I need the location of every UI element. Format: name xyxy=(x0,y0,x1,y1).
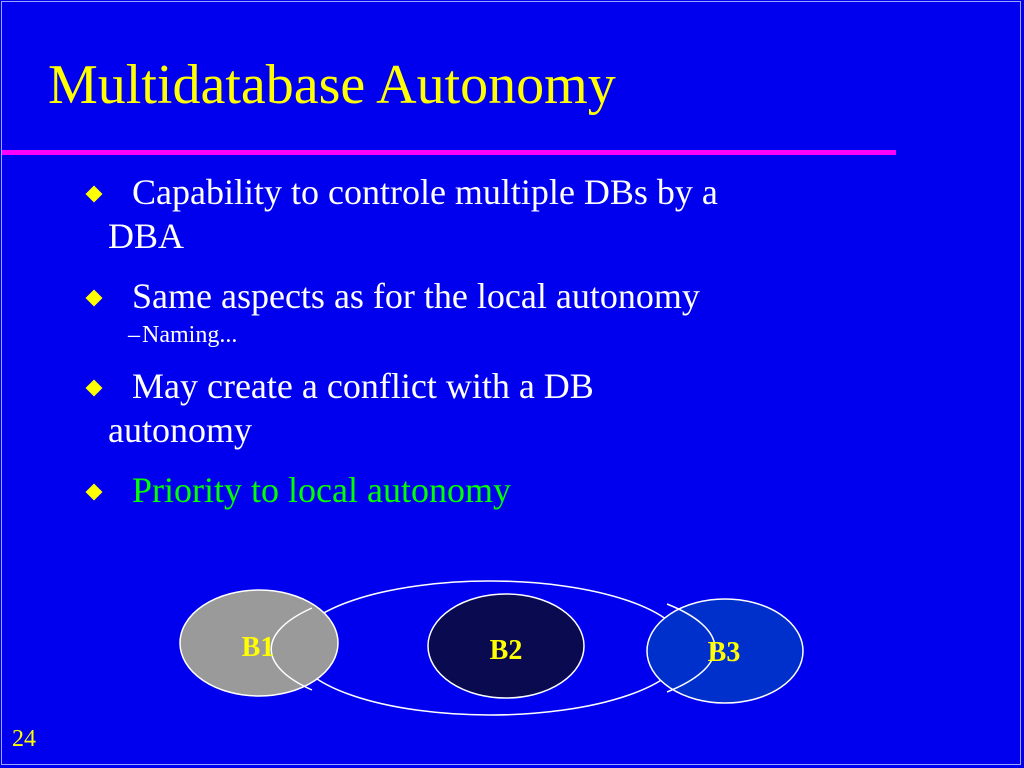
bullet-text-line: Priority to local autonomy xyxy=(132,470,511,510)
slide-title: Multidatabase Autonomy xyxy=(48,54,616,116)
bullet-list: Capability to controle multiple DBs by a… xyxy=(85,170,908,512)
bullet-item-same-aspects: Same aspects as for the local autonomy xyxy=(85,274,908,318)
outer-ellipse-arc xyxy=(270,607,313,691)
sub-bullet-text: Naming... xyxy=(142,322,238,348)
title-divider xyxy=(2,150,896,155)
bullet-text-line: autonomy xyxy=(108,410,252,450)
b1-label: B1 xyxy=(242,632,275,663)
bullet-item-capability: Capability to controle multiple DBs by a… xyxy=(85,170,908,258)
outer-ellipse-arc xyxy=(666,603,716,693)
bullet-text-line: May create a conflict with a DB xyxy=(132,366,594,406)
sub-bullet-naming: – Naming... xyxy=(88,320,908,350)
b2-ellipse xyxy=(427,593,585,699)
dash-bullet: – xyxy=(128,322,140,348)
b3-ellipse xyxy=(646,598,804,704)
bullet-item-conflict: May create a conflict with a DB autonomy xyxy=(85,364,908,452)
b1-ellipse xyxy=(179,589,339,697)
b2-label: B2 xyxy=(490,635,523,666)
b3-label: B3 xyxy=(708,637,741,668)
bullet-text-line: DBA xyxy=(108,216,185,256)
bullet-text-line: Same aspects as for the local autonomy xyxy=(132,276,700,316)
page-number: 24 xyxy=(12,726,36,752)
bullet-text-line: Capability to controle multiple DBs by a xyxy=(132,172,718,212)
bullet-item-priority: Priority to local autonomy xyxy=(85,468,908,512)
